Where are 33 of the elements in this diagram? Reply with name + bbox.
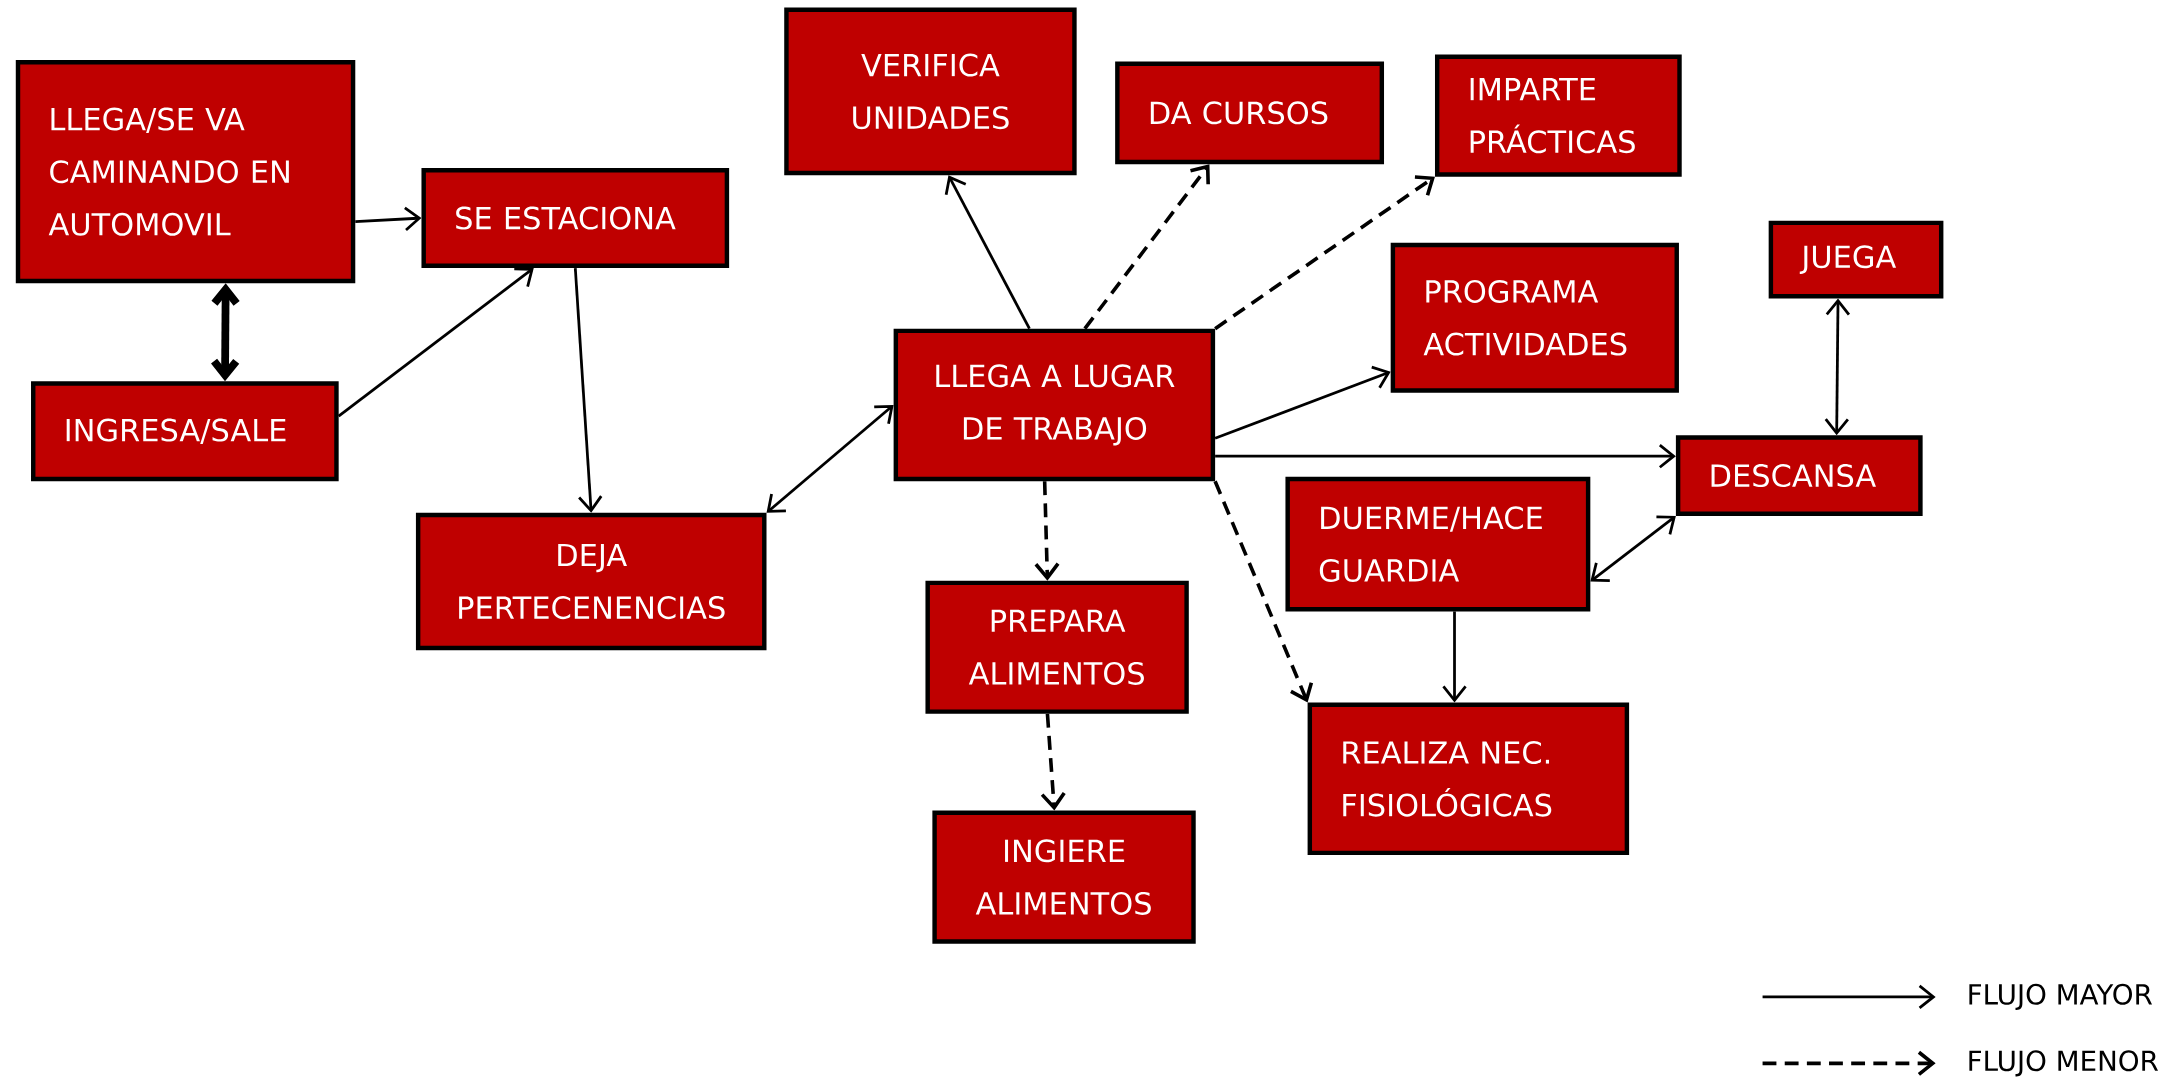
arrow (1214, 175, 1435, 330)
process-box: DUERME/HACE GUARDIA (1285, 476, 1591, 612)
legend-label: FLUJO MENOR (1969, 1050, 2159, 1077)
arrow (766, 404, 894, 513)
process-box: LLEGA A LUGAR DE TRABAJO (893, 328, 1216, 482)
process-box: PROGRAMA ACTIVIDADES (1390, 242, 1679, 393)
process-box: DA CURSOS (1115, 61, 1385, 165)
arrow (1824, 298, 1851, 436)
arrow (1215, 443, 1676, 469)
process-box: INGRESA/SALE (31, 381, 339, 482)
process-box: DEJA PERTECENENCIAS (415, 512, 767, 650)
arrow (1034, 481, 1060, 581)
process-box: IMPARTE PRÁCTICAS (1435, 54, 1682, 177)
arrow (944, 175, 1031, 330)
arrow (337, 267, 534, 417)
arrow (1442, 611, 1467, 703)
process-box: PREPARA ALIMENTOS (925, 580, 1189, 714)
arrow (1214, 365, 1391, 440)
process-box: LLEGA/SE VA CAMINANDO EN AUTOMOVIL (15, 59, 356, 284)
arrow (1040, 713, 1066, 811)
process-box: REALIZA NEC. FISIOLÓGICAS (1307, 702, 1630, 855)
arrow (1213, 480, 1314, 703)
arrow (573, 267, 603, 513)
process-box: VERIFICA UNIDADES (784, 7, 1077, 176)
process-box: DESCANSA (1675, 435, 1923, 516)
process-box: INGIERE ALIMENTOS (932, 810, 1196, 944)
arrow (1083, 164, 1210, 330)
arrow (355, 206, 422, 231)
process-box: SE ESTACIONA (421, 167, 730, 268)
arrow (1590, 515, 1676, 582)
legend-label: FLUJO MAYOR (1969, 983, 2152, 1010)
arrow (211, 283, 240, 382)
process-box: JUEGA (1768, 220, 1944, 299)
